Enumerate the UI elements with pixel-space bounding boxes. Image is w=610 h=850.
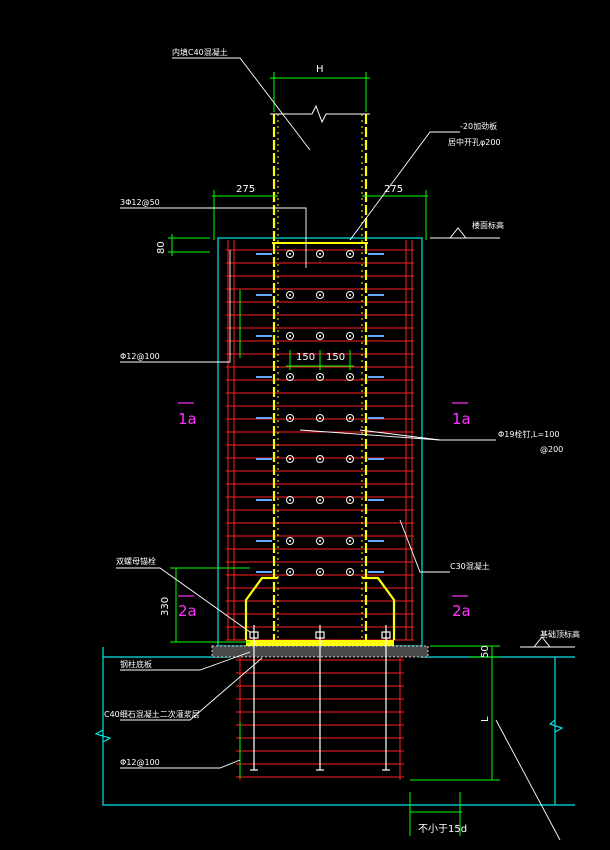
label-tie-bottom: Φ12@100 bbox=[120, 758, 160, 767]
stud-circle bbox=[316, 373, 324, 381]
section-markers bbox=[178, 402, 468, 597]
stud-circle bbox=[316, 537, 324, 545]
stud-center bbox=[319, 571, 321, 573]
stud-center bbox=[319, 458, 321, 460]
stud-center bbox=[319, 376, 321, 378]
stirrup-group bbox=[226, 249, 414, 778]
label-tie: Φ12@100 bbox=[120, 352, 160, 361]
label-floor-mark: 楼面标高 bbox=[472, 220, 504, 230]
stud-center bbox=[319, 294, 321, 296]
stud-circle bbox=[316, 291, 324, 299]
stud-circle bbox=[316, 455, 324, 463]
stud-circle bbox=[346, 496, 354, 504]
anchor-bolts bbox=[249, 625, 391, 771]
dim-50: 50 bbox=[480, 645, 491, 658]
stud-circle bbox=[286, 250, 294, 258]
stud-center bbox=[289, 540, 291, 542]
section-1a-right: 1a bbox=[452, 410, 471, 428]
stud-center bbox=[289, 417, 291, 419]
section-2a-right: 2a bbox=[452, 602, 471, 620]
stud-center bbox=[289, 335, 291, 337]
label-concrete-inner: 内填C40混凝土 bbox=[172, 47, 228, 57]
dim-80: 80 bbox=[156, 241, 167, 254]
section-1a-left: 1a bbox=[178, 410, 197, 428]
label-plate: -20加劲板 bbox=[460, 121, 497, 131]
stud-circle bbox=[316, 332, 324, 340]
stud-center bbox=[319, 417, 321, 419]
stud-center bbox=[319, 253, 321, 255]
stud-circle bbox=[286, 537, 294, 545]
stud-center bbox=[289, 253, 291, 255]
stud-center bbox=[349, 540, 351, 542]
label-anchor-bolt: 双螺母锚栓 bbox=[116, 556, 156, 566]
stud-center bbox=[289, 294, 291, 296]
stud-circle bbox=[286, 455, 294, 463]
dim-l: L bbox=[480, 716, 491, 722]
elevation-marks bbox=[430, 227, 575, 648]
stud-center bbox=[349, 335, 351, 337]
stud-center bbox=[319, 499, 321, 501]
stud-circle bbox=[316, 250, 324, 258]
stud-circle bbox=[346, 373, 354, 381]
stud-center bbox=[319, 335, 321, 337]
stud-center bbox=[289, 571, 291, 573]
stud-center bbox=[349, 294, 351, 296]
stud-circle bbox=[346, 568, 354, 576]
stud-circle bbox=[286, 332, 294, 340]
stud-circle bbox=[286, 568, 294, 576]
label-stud-sub: @200 bbox=[540, 445, 563, 454]
label-stud: Φ19栓钉,L=100 bbox=[498, 429, 559, 439]
stud-circle bbox=[316, 568, 324, 576]
section-2a-left: 2a bbox=[178, 602, 197, 620]
encasement-outline bbox=[217, 237, 423, 647]
stud-circle bbox=[346, 332, 354, 340]
label-base-plate: 钢柱底板 bbox=[120, 659, 152, 669]
foundation-outline bbox=[94, 647, 575, 806]
dimension-lines bbox=[168, 72, 500, 836]
dim-150-b: 150 bbox=[326, 352, 345, 363]
stud-circle bbox=[346, 291, 354, 299]
dim-15d: 不小于15d bbox=[418, 823, 467, 835]
stud-circle bbox=[316, 414, 324, 422]
dim-150-a: 150 bbox=[296, 352, 315, 363]
dim-330: 330 bbox=[160, 597, 171, 616]
stud-group bbox=[256, 250, 384, 576]
label-c30: C30混凝土 bbox=[450, 561, 490, 571]
label-plate-sub: 居中开孔φ200 bbox=[448, 137, 501, 147]
stud-circle bbox=[346, 455, 354, 463]
stud-center bbox=[349, 458, 351, 460]
stud-center bbox=[349, 417, 351, 419]
stud-center bbox=[349, 253, 351, 255]
stud-center bbox=[319, 540, 321, 542]
label-grout: C40细石混凝土二次灌浆层 bbox=[104, 709, 200, 719]
dim-275-right: 275 bbox=[384, 184, 403, 195]
stud-center bbox=[349, 499, 351, 501]
stud-center bbox=[349, 571, 351, 573]
label-foundation-mark: 基础顶标高 bbox=[540, 629, 580, 639]
stud-circle bbox=[286, 496, 294, 504]
stud-circle bbox=[286, 373, 294, 381]
stud-circle bbox=[286, 414, 294, 422]
dim-275-left: 275 bbox=[236, 184, 255, 195]
stud-center bbox=[289, 458, 291, 460]
stud-center bbox=[349, 376, 351, 378]
stud-circle bbox=[286, 291, 294, 299]
stud-circle bbox=[346, 414, 354, 422]
label-rebar-top: 3Φ12@50 bbox=[120, 198, 160, 207]
stud-circle bbox=[316, 496, 324, 504]
leader-lines bbox=[116, 57, 561, 841]
stud-circle bbox=[346, 537, 354, 545]
dim-h: H bbox=[316, 64, 324, 75]
stud-circle bbox=[346, 250, 354, 258]
stud-center bbox=[289, 499, 291, 501]
stud-center bbox=[289, 376, 291, 378]
